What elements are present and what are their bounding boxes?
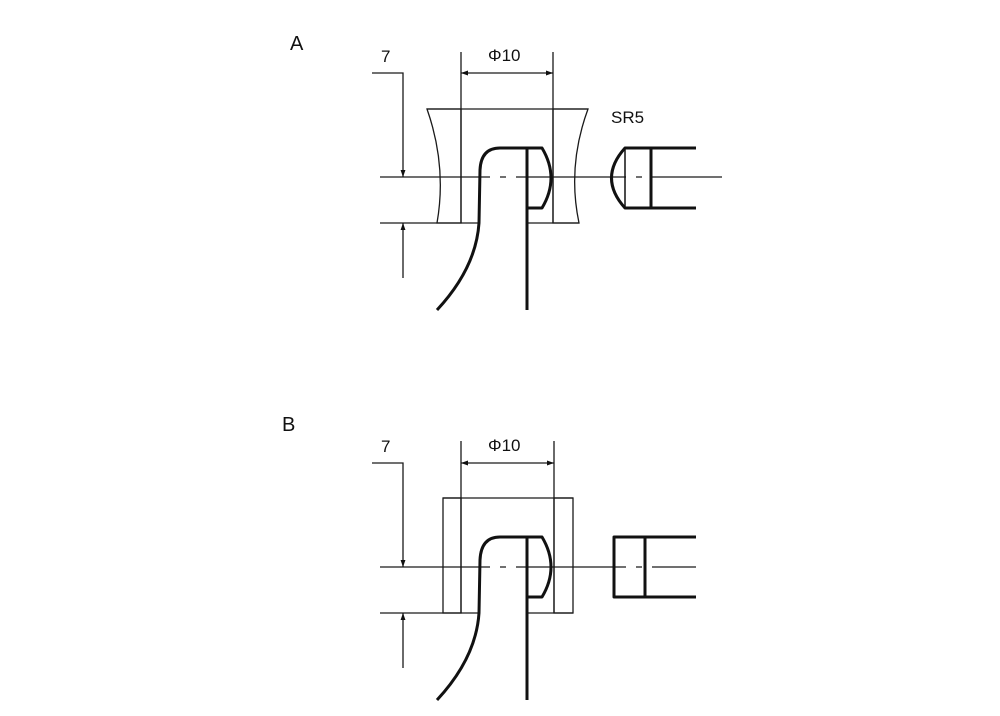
diameter-dimension-text: Φ10 [488, 46, 520, 65]
panel-label: A [290, 33, 304, 55]
height-dimension-text: 7 [381, 47, 390, 66]
panel-b: B 7 Φ10 [282, 414, 696, 702]
straight-bushing [380, 497, 574, 614]
flat-pin [612, 535, 696, 599]
diameter-dimension [460, 52, 554, 223]
height-dimension-text: 7 [381, 437, 390, 456]
panel-label: B [282, 414, 295, 436]
hook-part [435, 535, 553, 702]
panel-a: A 7 Φ10 SR5 [290, 33, 722, 312]
height-dimension [372, 462, 406, 668]
spherical-pin [610, 146, 696, 210]
diameter-dimension-text: Φ10 [488, 436, 520, 455]
radius-dimension-text: SR5 [611, 108, 644, 127]
diameter-dimension [460, 441, 555, 613]
concave-bushing [380, 108, 589, 224]
hook-part [435, 146, 553, 312]
height-dimension [372, 72, 406, 278]
